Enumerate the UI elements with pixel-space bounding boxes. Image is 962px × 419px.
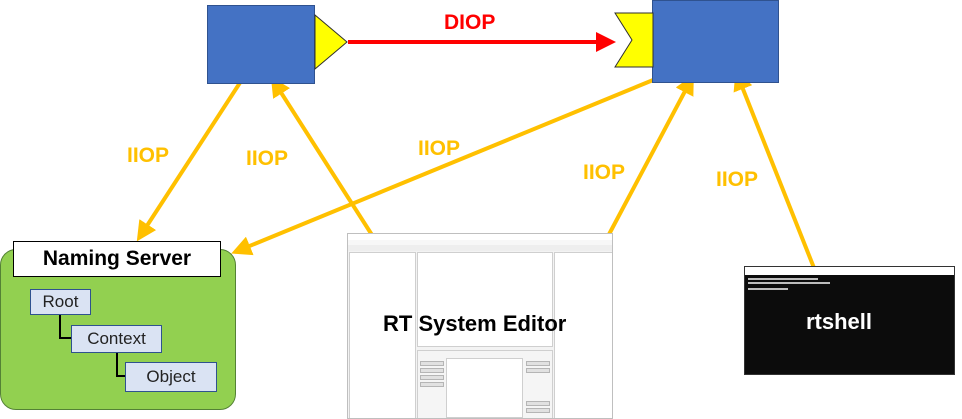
rtse-button	[420, 382, 444, 387]
rtse-button	[526, 408, 550, 413]
rtse-button	[526, 361, 550, 366]
iiop-label: IIOP	[418, 137, 461, 160]
terminal-text-line	[748, 288, 788, 290]
rt-system-editor-label: RT System Editor	[383, 311, 567, 336]
rtse-toolbar	[348, 245, 612, 251]
rtse-manager-list	[446, 358, 523, 418]
rtse-button	[420, 368, 444, 373]
iiop-label: IIOP	[716, 168, 759, 191]
rt-component-2	[652, 0, 779, 83]
diop-label: DIOP	[444, 11, 496, 34]
naming-server-title: Naming Server	[13, 241, 221, 277]
rtse-button	[526, 368, 550, 373]
rtse-button	[526, 401, 550, 406]
rtse-button	[420, 361, 444, 366]
iiop-arrow-rtse-to-comp2	[604, 74, 694, 241]
rtse-button	[420, 375, 444, 380]
tree-node-context: Context	[71, 325, 162, 353]
iiop-arrow-comp2-to-naming	[231, 76, 659, 256]
terminal-text-line	[748, 282, 830, 284]
rtshell-terminal	[744, 266, 955, 375]
tree-connectors	[59, 315, 126, 377]
terminal-titlebar	[745, 267, 954, 275]
terminal-text-line	[748, 278, 818, 280]
iiop-label: IIOP	[246, 147, 289, 170]
rtse-system-diagram	[417, 252, 553, 347]
iiop-arrow-rtse-to-comp1	[270, 76, 374, 237]
rt-system-editor-window	[347, 233, 613, 419]
in-port-icon	[614, 12, 654, 68]
rt-component-1	[207, 5, 315, 84]
iiop-arrow-comp1-to-naming	[136, 73, 247, 242]
iiop-label: IIOP	[583, 161, 626, 184]
rtshell-label: rtshell	[806, 309, 873, 334]
rtse-properties-view	[554, 252, 612, 418]
tree-node-object: Object	[125, 362, 217, 392]
tree-node-root: Root	[30, 289, 91, 315]
iiop-label: IIOP	[127, 144, 170, 167]
rtse-menubar	[348, 240, 612, 245]
iiop-arrow-rtshell-to-comp2	[733, 70, 820, 279]
rtse-name-service-view	[349, 252, 416, 418]
out-port-icon	[314, 14, 348, 70]
